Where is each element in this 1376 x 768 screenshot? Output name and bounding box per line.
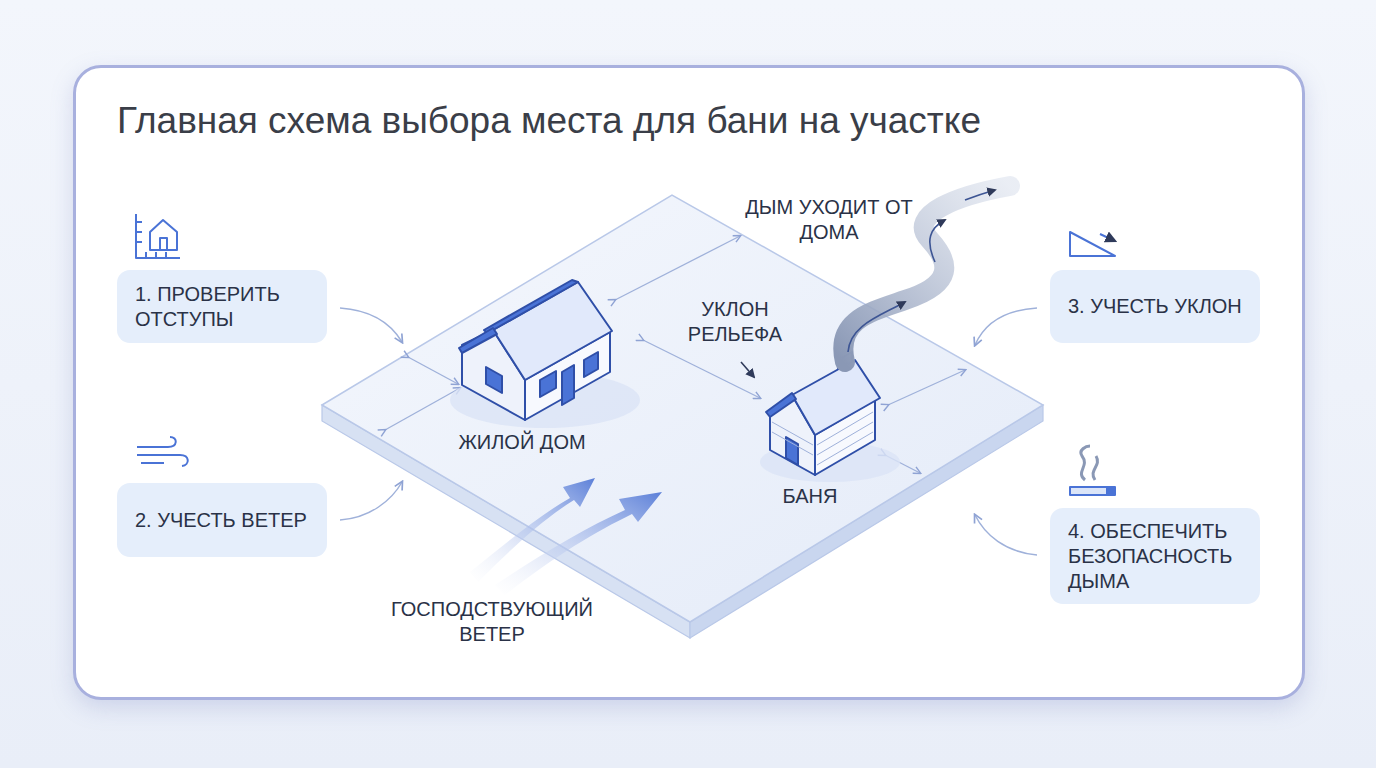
callout-text: 3. УЧЕСТЬ УКЛОН	[1068, 294, 1242, 319]
callout-box: 4. ОБЕСПЕЧИТЬ БЕЗОПАСНОСТЬ ДЫМА	[1050, 508, 1260, 604]
diagram-title: Главная схема выбора места для бани на у…	[117, 100, 981, 142]
text-label: БАНЯ	[750, 484, 870, 509]
text-label: ГОСПОДСТВУЮЩИЙ ВЕТЕР	[362, 597, 622, 647]
text-label: ДЫМ УХОДИТ ОТ ДОМА	[742, 195, 917, 245]
callout-text: 1. ПРОВЕРИТЬ ОТСТУПЫ	[135, 282, 309, 332]
callout-box: 3. УЧЕСТЬ УКЛОН	[1050, 270, 1260, 343]
callout-box: 2. УЧЕСТЬ ВЕТЕР	[117, 483, 327, 557]
callout-text: 4. ОБЕСПЕЧИТЬ БЕЗОПАСНОСТЬ ДЫМА	[1068, 519, 1242, 594]
callout-box: 1. ПРОВЕРИТЬ ОТСТУПЫ	[117, 270, 327, 343]
text-label: ЖИЛОЙ ДОМ	[412, 430, 632, 455]
text-label: УКЛОН РЕЛЬЕФА	[665, 297, 805, 347]
callout-text: 2. УЧЕСТЬ ВЕТЕР	[135, 508, 309, 533]
